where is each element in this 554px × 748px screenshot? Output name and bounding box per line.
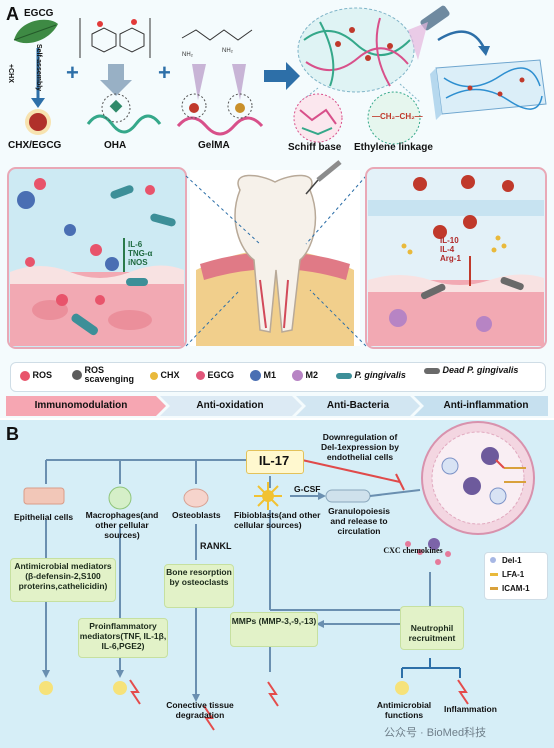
oha-chain-icon [86, 114, 162, 134]
syringe-icon [316, 160, 342, 182]
granulopoiesis-label: Granulopoiesis and release to circulatio… [328, 506, 390, 536]
m1-macrophage-icon [17, 191, 119, 271]
antimicrobial-mediators-box: Antimicrobial mediators (β-defensin-2,S1… [10, 558, 116, 602]
marker-arg1: Arg-1 [440, 254, 461, 263]
legend-chx: CHX [150, 370, 180, 380]
function-anti-oxidation: Anti-oxidation [196, 400, 264, 411]
chx-icon [401, 235, 507, 255]
bone-marrow-icon [325, 489, 371, 503]
synthesis-schematic: + + NH₂ NH₂ [13, 5, 547, 145]
hydrogel-block-icon [435, 59, 547, 115]
proinflammatory-box: Proinflammatory mediators(TNF, IL-1β, IL… [78, 618, 168, 658]
egcg-leaf-icon [13, 19, 58, 44]
osteoblast-cell-icon [183, 488, 209, 508]
function-arrows [6, 396, 548, 416]
gelma-structure-icon: NH₂ NH₂ [181, 29, 253, 58]
connective-label: Conective tissue degradation [166, 700, 234, 720]
alveolar-bone-icon [196, 250, 354, 346]
m1-icon [250, 370, 261, 382]
ethylene-linkage-label: Ethylene linkage [354, 142, 433, 153]
epithelial-label: Epithelial cells [14, 512, 74, 522]
ros-icon [20, 370, 30, 381]
legend-m1: M1 [250, 370, 276, 382]
right-markers: IL-10 IL-4 Arg-1 [440, 236, 461, 263]
osteoblasts-label: Osteoblasts [172, 510, 221, 520]
periodontal-illustration [7, 160, 547, 349]
cxc-label: CXC chemokines [383, 546, 443, 555]
watermark: 公众号 · BioMed科技 [384, 727, 487, 739]
legend-icam1: ICAM-1 [490, 584, 530, 593]
dead-pg-icon [420, 276, 524, 300]
fibroblast-cell-icon [254, 482, 282, 510]
gelma-label: GelMA [198, 140, 230, 151]
inhibition-line [301, 459, 401, 483]
self-assembly-label: Self-assembly [35, 44, 42, 92]
bone-resorption-box: Bone resorption by osteoclasts [164, 564, 234, 608]
neutrophil-icon [428, 538, 440, 550]
marker-il6: IL-6 [128, 240, 143, 249]
svg-text:+: + [66, 60, 79, 85]
mmps-box: MMPs (MMP-3,-9,-13) [230, 612, 318, 647]
crosslink-arrow [264, 62, 300, 90]
oha-structure-icon [79, 18, 151, 58]
ethylene-formula: —CH₂–CH₂— [372, 112, 423, 121]
epithelial-cell-icon [23, 487, 65, 505]
il17-pathway-diagram [23, 421, 535, 731]
legend-lfa1: LFA-1 [490, 570, 524, 579]
dead-pg-icon [424, 367, 440, 374]
oha-label: OHA [104, 140, 127, 151]
legend [10, 362, 546, 392]
marker-inos: iNOS [128, 258, 148, 267]
gelma-chain-icon [176, 116, 264, 136]
antimicrobial-output-icon [39, 681, 53, 695]
function-immunomodulation: Immunomodulation [34, 400, 128, 411]
legend-egcg: EGCG [196, 370, 234, 381]
il17-box [246, 450, 304, 474]
svg-text:NH₂: NH₂ [182, 52, 194, 58]
svg-text:NH₂: NH₂ [222, 48, 234, 54]
il17-label: IL-17 [258, 453, 290, 468]
m2-icon [292, 370, 303, 382]
ros-scavenging-icon [72, 370, 82, 380]
legend-dead-pg: Dead P. gingivalis [424, 366, 523, 375]
egcg-label: EGCG [24, 8, 54, 19]
function-anti-inflammation: Anti-inflammation [443, 400, 529, 411]
pg-icon [336, 372, 352, 379]
fibroblasts-label: Fibioblasts(and other cellular sources) [234, 510, 321, 530]
downregulation-label: Downregulation of Del-1expression by end… [321, 432, 399, 462]
chx-egcg-label: CHX/EGCG [8, 140, 62, 151]
antimicrobial-functions-label: Antimicrobial functions [376, 700, 432, 720]
ros-icon [25, 178, 155, 306]
neutrophil-recruitment-box: Neutrophil recruitment [400, 606, 464, 650]
macrophages-label: Macrophages(and other cellular sources) [85, 510, 159, 540]
macrophage-cell-icon [108, 486, 132, 510]
tooth-icon [234, 174, 317, 333]
left-markers: IL-6 TNG-α iNOS [128, 240, 152, 267]
schiff-base-label: Schiff base [288, 142, 342, 153]
egcg-particle-icon [413, 175, 514, 239]
legend-pg: P. gingivalis [336, 370, 406, 380]
marker-tng: TNG-α [128, 249, 153, 258]
chx-side-label: +CHX [7, 64, 14, 83]
gcsf-label: G-CSF [294, 484, 321, 494]
m2-macrophage-icon [389, 309, 492, 332]
egcg-icon [196, 371, 205, 381]
function-anti-bacteria: Anti-Bacteria [326, 400, 390, 411]
marker-il4: IL-4 [440, 245, 455, 254]
legend-ros-scavenging: ROS scavenging [72, 366, 141, 384]
marker-il10: IL-10 [440, 236, 459, 245]
legend-ros: ROS [20, 370, 52, 381]
panel-b-label: B [6, 424, 19, 444]
panel-a-label: A [6, 4, 19, 24]
svg-text:+: + [158, 60, 171, 85]
chx-icon [150, 371, 158, 380]
inflammation-label: Inflammation [444, 704, 497, 714]
ethylene-linkage-icon [367, 91, 421, 145]
legend-m2: M2 [292, 370, 318, 382]
legend-del1: Del-1 [490, 556, 522, 565]
pg-bacteria-icon [71, 185, 176, 336]
uv-lamp-icon [420, 5, 450, 31]
inflammation-output-icon [129, 679, 141, 705]
rankl-label: RANKL [200, 541, 232, 551]
